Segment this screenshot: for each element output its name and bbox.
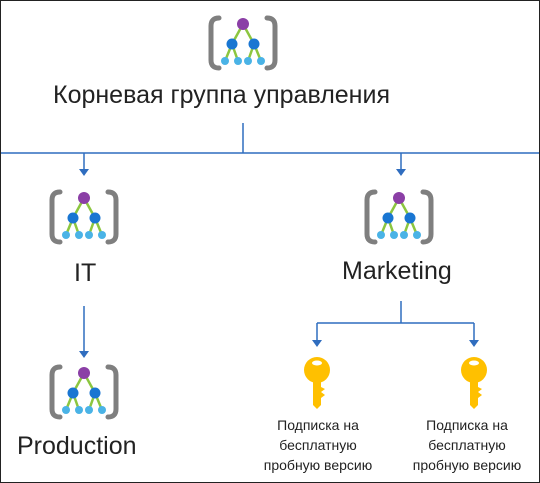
arrowhead-sub2 — [469, 340, 479, 347]
leaf-node — [244, 57, 252, 65]
leaf-node — [85, 406, 93, 414]
leaf-node — [75, 406, 83, 414]
leaf-node — [98, 231, 106, 239]
top-node — [78, 367, 90, 379]
leaf-node — [221, 57, 229, 65]
subscription-label-2: Подписка на бесплатную пробную версию — [398, 415, 536, 475]
right-bracket — [105, 189, 119, 245]
left-bracket — [49, 364, 63, 420]
mid-node — [67, 387, 79, 399]
top-node — [237, 18, 249, 30]
group-label-it: IT — [74, 259, 97, 287]
left-bracket — [364, 189, 378, 245]
arrowhead-marketing — [396, 169, 406, 176]
mid-node — [226, 38, 238, 50]
subscription-key-icon-1 — [304, 357, 330, 409]
leaf-node — [75, 231, 83, 239]
mid-node — [89, 212, 101, 224]
right-bracket — [420, 189, 434, 245]
root-label: Корневая группа управления — [53, 81, 390, 109]
leaf-node — [85, 231, 93, 239]
leaf-node — [377, 231, 385, 239]
key-bow — [304, 357, 330, 383]
leaf-node — [98, 406, 106, 414]
management-group-icon-marketing — [364, 189, 434, 245]
left-bracket — [49, 189, 63, 245]
management-group-icon-it — [49, 189, 119, 245]
arrowhead-it — [79, 169, 89, 176]
top-node — [393, 192, 405, 204]
subscription-key-icon-2 — [461, 357, 487, 409]
left-bracket — [208, 15, 222, 71]
mid-node — [404, 212, 416, 224]
top-node — [78, 192, 90, 204]
key-shaft — [470, 381, 482, 409]
subscription-1-line-3: пробную версию — [263, 457, 373, 473]
key-hole — [469, 360, 479, 366]
right-bracket — [105, 364, 119, 420]
leaf-node — [62, 231, 70, 239]
subscription-1-line-2: бесплатную — [279, 437, 357, 453]
key-hole — [312, 360, 322, 366]
group-label-marketing: Marketing — [342, 257, 452, 285]
right-bracket — [264, 15, 278, 71]
leaf-node — [62, 406, 70, 414]
mid-node — [248, 38, 260, 50]
subscription-2-line-2: бесплатную — [428, 437, 506, 453]
key-bow — [461, 357, 487, 383]
subscription-2-line-3: пробную версию — [412, 457, 522, 473]
leaf-node — [413, 231, 421, 239]
key-shaft — [313, 381, 325, 409]
arrowhead-sub1 — [312, 340, 322, 347]
management-group-icon-production — [49, 364, 119, 420]
arrowhead-production — [79, 351, 89, 358]
mid-node — [67, 212, 79, 224]
leaf-node — [390, 231, 398, 239]
mid-node — [382, 212, 394, 224]
management-group-icon-root — [208, 15, 278, 71]
leaf-node — [257, 57, 265, 65]
subscription-1-line-1: Подписка на — [277, 417, 359, 433]
leaf-node — [400, 231, 408, 239]
subscription-2-line-1: Подписка на — [426, 417, 508, 433]
subscription-label-1: Подписка на бесплатную пробную версию — [251, 415, 385, 475]
group-label-production: Production — [17, 432, 137, 460]
leaf-node — [234, 57, 242, 65]
mid-node — [89, 387, 101, 399]
